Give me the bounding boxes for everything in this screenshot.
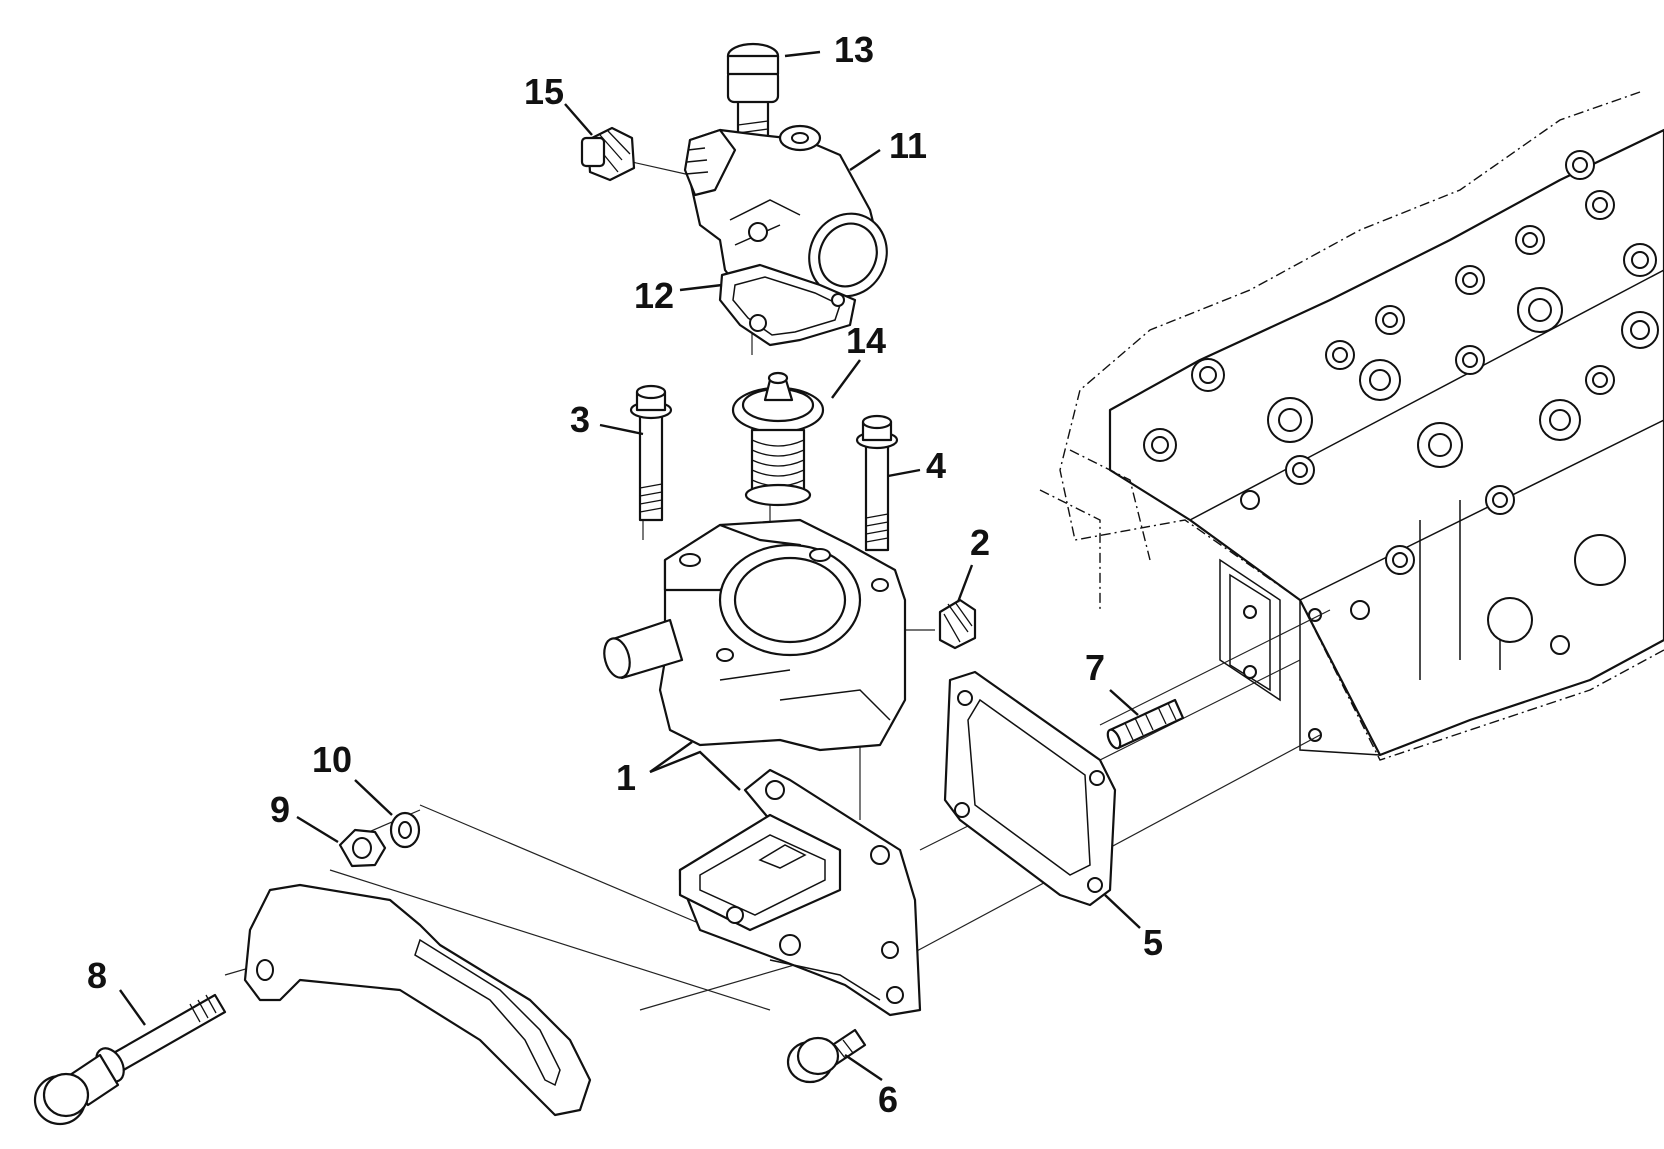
part-8-bolt xyxy=(33,993,227,1126)
part-14-thermostat xyxy=(731,371,825,507)
callout-11: 11 xyxy=(889,125,927,166)
leader-lines xyxy=(119,50,1141,1081)
callout-14: 14 xyxy=(846,320,886,361)
callout-6: 6 xyxy=(878,1079,898,1120)
part-1-housing-lower xyxy=(678,768,922,1017)
cylinder-head xyxy=(1039,91,1664,761)
callout-9: 9 xyxy=(270,789,290,830)
part-5-gasket xyxy=(943,670,1117,907)
part-7-stud xyxy=(1106,698,1185,750)
callout-1: 1 xyxy=(616,757,636,798)
adjusting-bracket xyxy=(243,883,592,1117)
callout-10: 10 xyxy=(312,739,352,780)
callout-5: 5 xyxy=(1143,922,1163,963)
callout-13: 13 xyxy=(834,29,874,70)
part-15-plug xyxy=(580,126,636,182)
part-6-bolt xyxy=(786,1028,867,1084)
callout-3: 3 xyxy=(570,399,590,440)
part-12-gasket xyxy=(718,263,857,347)
callout-8: 8 xyxy=(87,955,107,996)
callout-4: 4 xyxy=(926,445,946,486)
part-3-bolt xyxy=(629,384,673,522)
part-11-thermostat-housing xyxy=(683,124,888,302)
callout-labels: 1 2 3 4 5 6 7 8 9 10 11 12 13 14 15 xyxy=(87,29,1163,1120)
part-1-housing-upper xyxy=(603,518,907,752)
callout-2: 2 xyxy=(970,522,990,563)
callout-12: 12 xyxy=(634,275,674,316)
part-2-plug xyxy=(938,598,977,650)
head-holes xyxy=(1143,150,1659,742)
part-9-nut xyxy=(338,828,387,868)
part-4-bolt xyxy=(855,414,899,552)
callout-15: 15 xyxy=(524,71,564,112)
callout-7: 7 xyxy=(1085,647,1105,688)
part-10-washer xyxy=(389,811,421,849)
